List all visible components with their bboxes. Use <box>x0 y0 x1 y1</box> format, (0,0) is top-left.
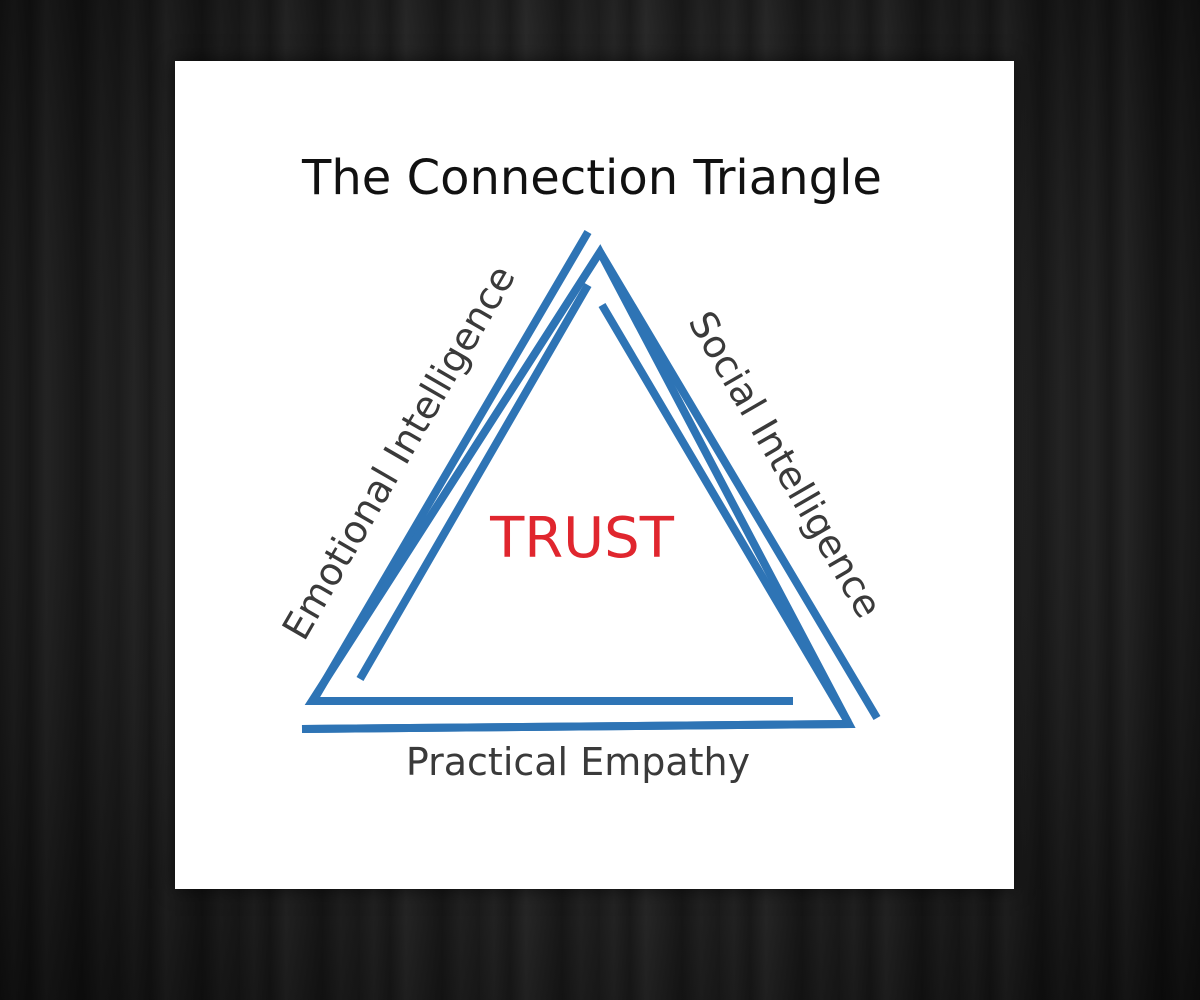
inner-left-stroke <box>356 282 592 682</box>
left-side-label: Emotional Intelligence <box>274 258 524 647</box>
diagram-card <box>175 61 1014 889</box>
diagram-title: The Connection Triangle <box>301 150 882 206</box>
bottom-side-label: Practical Empathy <box>406 740 750 784</box>
inner-triangle <box>301 244 856 733</box>
center-trust-label: TRUST <box>489 506 675 571</box>
inner-right-stroke <box>598 302 852 725</box>
outer-right-stroke <box>596 249 881 721</box>
inner-main-stroke <box>301 244 856 733</box>
